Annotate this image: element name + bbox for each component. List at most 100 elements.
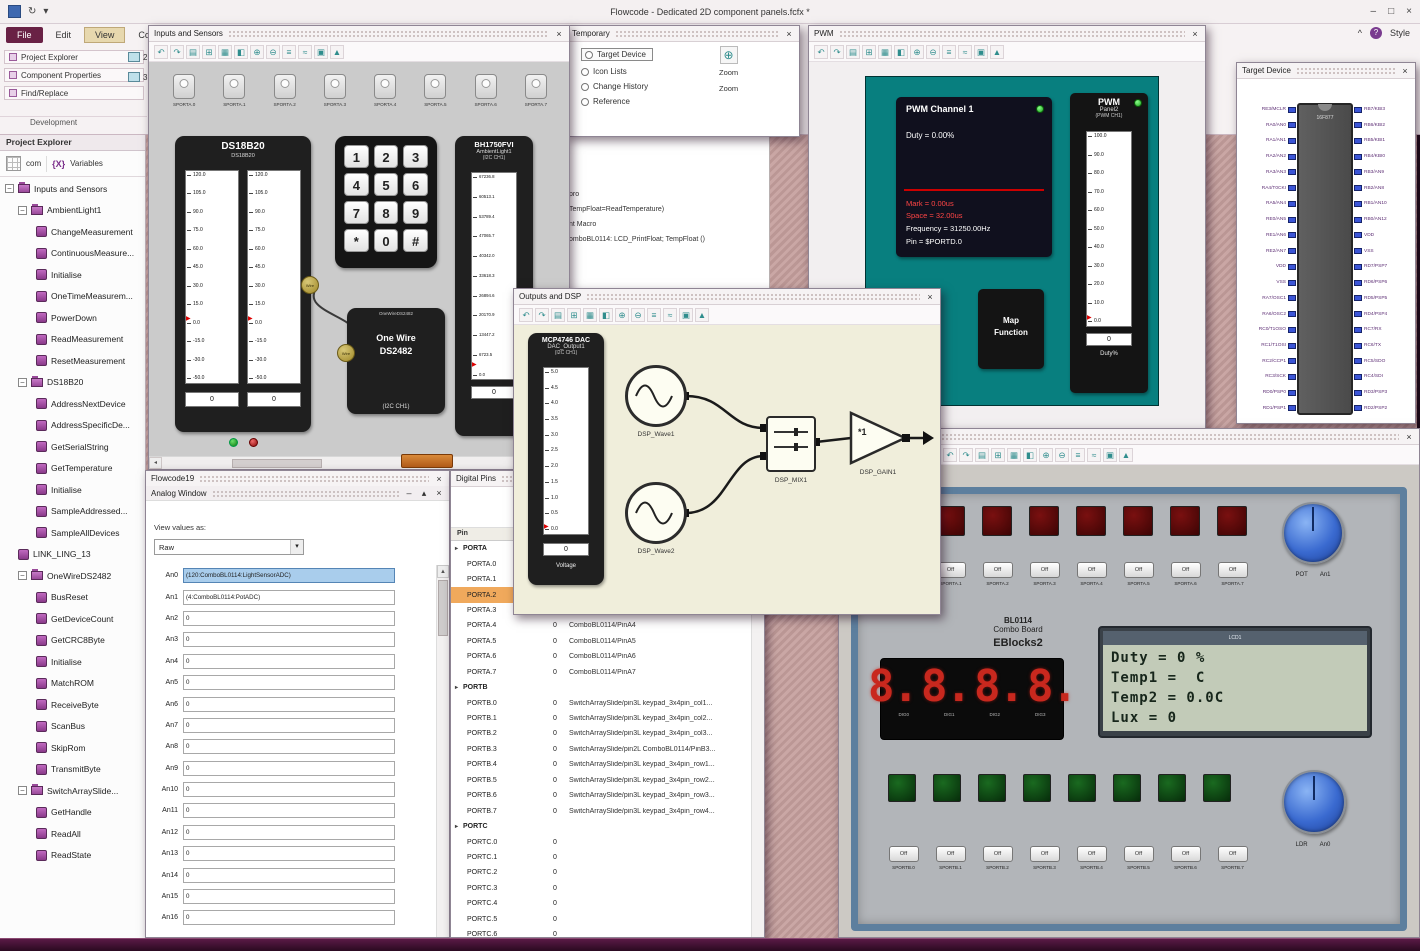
digital-group-row[interactable]: ▸PORTB — [451, 680, 751, 695]
redo-icon[interactable]: ↷ — [170, 44, 184, 59]
option-target-device[interactable]: Target Device — [581, 48, 653, 61]
variables-icon[interactable]: {X} — [52, 158, 66, 169]
redo-icon[interactable]: ↷ — [959, 447, 973, 462]
close-icon[interactable]: × — [436, 488, 442, 498]
digital-pin-row[interactable]: PORTA.1 — [451, 572, 751, 587]
keypad-key[interactable]: 4 — [344, 173, 369, 196]
zoom-option[interactable]: Zoom — [719, 84, 739, 93]
panel-icon[interactable]: ▦ — [218, 44, 232, 59]
tree-item-changemeasurement[interactable]: ChangeMeasurement — [0, 221, 145, 243]
keypad-key[interactable]: 1 — [344, 145, 369, 168]
tree-item-link-ling-13[interactable]: LINK_LING_13 — [0, 544, 145, 566]
horizontal-scrollbar[interactable]: ◂ ▸ — [149, 456, 569, 469]
dsp-mixer-block[interactable] — [766, 416, 816, 472]
close-icon[interactable]: × — [556, 28, 562, 39]
analog-value-field[interactable]: 0 — [183, 910, 395, 926]
view-values-dropdown[interactable]: Raw ▾ — [154, 539, 304, 555]
tree-item-switcharrayslide[interactable]: –SwitchArraySlide... — [0, 780, 145, 802]
scroll-left-icon[interactable]: ◂ — [149, 457, 162, 469]
digital-pin-row[interactable]: PORTA.0 — [451, 556, 751, 571]
collapse-icon[interactable]: – — [5, 184, 14, 194]
board-button[interactable]: Off — [888, 846, 919, 862]
grid-icon[interactable]: ⊞ — [862, 44, 876, 59]
style-menu[interactable]: Style — [1389, 28, 1410, 38]
option-change-history[interactable]: Change History — [581, 82, 653, 91]
analog-value-field[interactable]: 0 — [183, 782, 395, 798]
panel-icon[interactable]: ▦ — [878, 44, 892, 59]
undo-icon[interactable]: ↶ — [814, 44, 828, 59]
copy-icon[interactable]: ▤ — [975, 447, 989, 462]
board-button[interactable]: Off — [1170, 846, 1201, 862]
board-button[interactable]: Off — [1123, 562, 1154, 578]
zoom-option[interactable]: Zoom — [719, 68, 739, 77]
tree-item-initialise[interactable]: Initialise — [0, 651, 145, 673]
maximize-button[interactable]: □ — [1388, 6, 1395, 17]
option-icon-lists[interactable]: Icon Lists — [581, 67, 653, 76]
tree-item-readmeasurement[interactable]: ReadMeasurement — [0, 329, 145, 351]
scroll-up-icon[interactable]: ▲ — [437, 565, 449, 578]
board-button[interactable]: Off — [935, 846, 966, 862]
vertical-scrollbar[interactable]: ▲ — [436, 565, 449, 937]
close-icon[interactable]: × — [1192, 28, 1198, 39]
help-icon[interactable]: ? — [1369, 27, 1382, 39]
component-properties-button[interactable]: Component Properties — [4, 68, 144, 82]
split-view-icon[interactable]: ◧ — [1023, 447, 1037, 462]
board-button[interactable]: Off — [982, 846, 1013, 862]
zoom-in-icon[interactable]: ⊕ — [250, 44, 264, 59]
window-titlebar[interactable]: Target Device × — [1237, 63, 1415, 79]
analog-value-field[interactable]: 0 — [183, 717, 395, 733]
tree-item-onetimemeasurem[interactable]: OneTimeMeasurem... — [0, 286, 145, 308]
board-button[interactable]: Off — [1029, 562, 1060, 578]
port-toggle-switch[interactable] — [223, 74, 246, 99]
undo-icon[interactable]: ↶ — [519, 307, 533, 322]
marker-icon[interactable]: ▲ — [990, 44, 1004, 59]
tree-item-busreset[interactable]: BusReset — [0, 587, 145, 609]
project-explorer-button[interactable]: Project Explorer — [4, 50, 144, 64]
port-toggle-switch[interactable] — [273, 74, 296, 99]
scrollbar-thumb[interactable] — [438, 580, 448, 636]
minimize-icon[interactable]: – — [406, 488, 412, 498]
analog-value-field[interactable]: (120:ComboBL0114:LightSensorADC) — [183, 568, 395, 584]
tree-item-initialise[interactable]: Initialise — [0, 479, 145, 501]
tree-item-inputs-and-sensors[interactable]: –Inputs and Sensors — [0, 178, 145, 200]
variables-label[interactable]: Variables — [70, 159, 103, 168]
window-titlebar[interactable]: Flowcode19 × — [146, 471, 449, 487]
undo-icon[interactable]: ↶ — [943, 447, 957, 462]
port-toggle-switch[interactable] — [424, 74, 447, 99]
grid-icon[interactable]: ⊞ — [202, 44, 216, 59]
dsp-wave2-block[interactable] — [625, 482, 687, 544]
layout-icon[interactable]: ▣ — [679, 307, 693, 322]
zoom-in-icon[interactable]: ⊕ — [910, 44, 924, 59]
wave-icon[interactable]: ≈ — [298, 44, 312, 59]
wire-connector-icon[interactable]: Wire — [337, 344, 355, 362]
window-titlebar[interactable]: × — [839, 429, 1419, 445]
list-icon[interactable]: ≡ — [282, 44, 296, 59]
panel-icon[interactable]: ▦ — [583, 307, 597, 322]
collapse-icon[interactable]: – — [18, 205, 27, 215]
port-toggle-switch[interactable] — [524, 74, 547, 99]
keypad-key[interactable]: * — [344, 229, 369, 252]
tree-item-getserialstring[interactable]: GetSerialString — [0, 436, 145, 458]
layout-icon[interactable]: ▣ — [1103, 447, 1117, 462]
analog-window-header[interactable]: Analog Window – ▴ × — [146, 486, 449, 501]
keypad-key[interactable]: 3 — [403, 145, 428, 168]
port-toggle-switch[interactable] — [374, 74, 397, 99]
port-toggle-switch[interactable] — [173, 74, 196, 99]
list-icon[interactable]: ≡ — [647, 307, 661, 322]
minimize-button[interactable]: – — [1370, 6, 1377, 17]
wave-icon[interactable]: ≈ — [1087, 447, 1101, 462]
board-button[interactable]: Off — [1076, 846, 1107, 862]
tree-item-getdevicecount[interactable]: GetDeviceCount — [0, 608, 145, 630]
pot-knob[interactable] — [1282, 502, 1344, 564]
find-replace-button[interactable]: Find/Replace — [4, 86, 144, 100]
board-button[interactable]: Off — [1217, 846, 1248, 862]
